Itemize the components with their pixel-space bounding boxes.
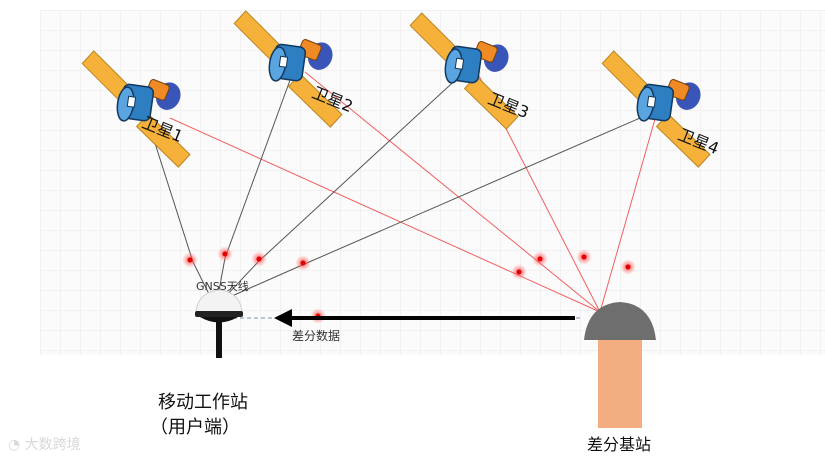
gnss-antenna-label: GNSS天线	[196, 280, 249, 293]
gnss-antenna	[195, 289, 243, 358]
satellite-1	[58, 47, 214, 171]
mobile-station-label: 移动工作站 （用户端）	[150, 390, 248, 440]
grid-background	[40, 10, 825, 355]
watermark-icon: ◔	[8, 437, 21, 453]
signal-lines	[144, 71, 658, 313]
watermark-text: 大数跨境	[24, 437, 81, 453]
watermark-logo: ◔ 大数跨境	[8, 434, 81, 454]
base-station-label: 差分基站	[587, 435, 652, 454]
mobile-station-line1: 移动工作站	[158, 392, 248, 413]
line-sat4-rover	[299, 117, 641, 267]
diff-data-arrowhead	[274, 309, 292, 327]
diff-data-label: 差分数据	[292, 329, 341, 343]
line-sat1-base	[169, 117, 601, 313]
line-sat4-base	[599, 111, 658, 313]
line-sat2-rover	[224, 71, 294, 259]
line-sat3-rover	[257, 73, 463, 263]
mobile-station-line2: （用户端）	[150, 417, 240, 438]
signal-markers	[182, 246, 636, 324]
line-sat2-base	[304, 71, 601, 313]
base-station	[584, 302, 656, 428]
